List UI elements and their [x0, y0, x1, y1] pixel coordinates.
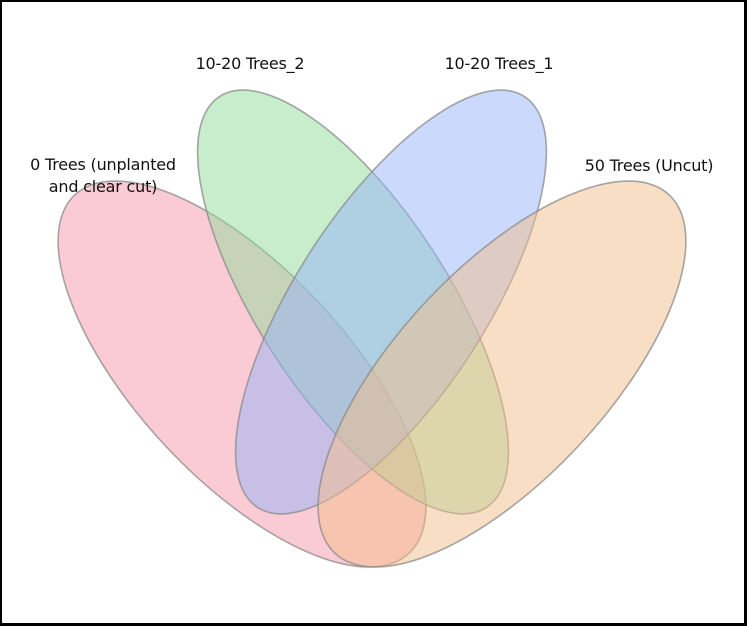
label-10-20-trees-1: 10-20 Trees_1: [444, 54, 554, 73]
label-0-trees-line2: and clear cut): [48, 177, 158, 196]
label-0-trees: 0 Trees (unplanted and clear cut): [16, 154, 190, 198]
label-0-trees-line1: 0 Trees (unplanted: [30, 155, 176, 174]
label-10-20-trees-2: 10-20 Trees_2: [195, 54, 305, 73]
label-50-trees-uncut: 50 Trees (Uncut): [584, 156, 714, 175]
set-ellipse-50-trees-uncut: [317, 180, 687, 568]
